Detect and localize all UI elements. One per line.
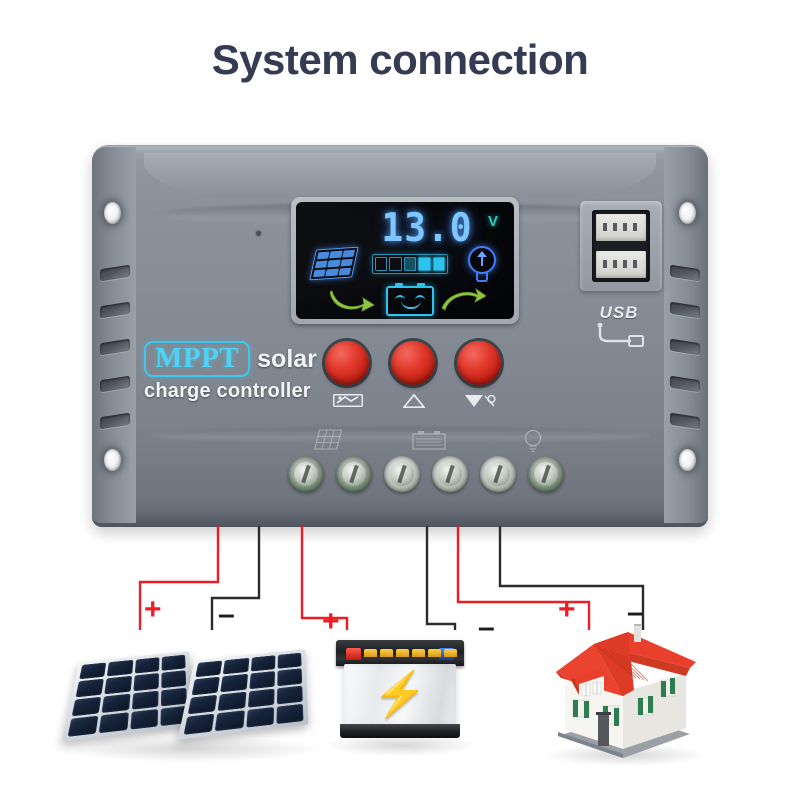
- device-row: ⚡: [0, 604, 800, 784]
- voltage-reading: 13.0: [381, 206, 473, 251]
- brand-solar-text: solar: [257, 344, 317, 373]
- pilot-led: [256, 231, 261, 236]
- terminal-screw-battery-negative[interactable]: [432, 456, 468, 492]
- battery-base: [340, 724, 460, 738]
- lamp-icon: [524, 429, 542, 453]
- usb-label: USB: [599, 303, 639, 322]
- terminal-screw-solar-positive[interactable]: [288, 456, 324, 492]
- solar-panel-icon: [309, 246, 359, 281]
- terminal-icon-row: [288, 428, 588, 454]
- terminal-screw-row: [288, 456, 564, 492]
- solar-shadow: [60, 736, 320, 762]
- lamp-icon: [465, 246, 499, 286]
- solar-positive-label: +: [144, 593, 162, 626]
- flow-arrow-left: [330, 290, 375, 312]
- vent-slot-icon: [100, 301, 130, 319]
- terminal-screw-load-negative[interactable]: [528, 456, 564, 492]
- down-light-button[interactable]: [457, 341, 501, 385]
- menu-select-button[interactable]: [325, 341, 369, 385]
- solar-panel-right: [177, 649, 309, 740]
- vent-slot-icon: [670, 375, 700, 393]
- lightning-bolt-icon: ⚡: [372, 670, 428, 719]
- battery-smiley-icon: [386, 283, 434, 316]
- voltage-unit: V: [487, 213, 498, 230]
- battery-top-cover: [336, 640, 464, 666]
- terminal-screw-load-positive[interactable]: [480, 456, 516, 492]
- terminal-screw-battery-positive[interactable]: [384, 456, 420, 492]
- button-slot: [325, 341, 371, 409]
- battery-negative-label: –: [478, 611, 495, 644]
- solar-panel-icon: [314, 429, 343, 450]
- terminal-block: [288, 428, 588, 504]
- vent-slot-icon: [100, 264, 130, 282]
- wiring-diagram: [138, 526, 645, 630]
- down-triangle-lamp-icon: [462, 392, 498, 409]
- mount-hole-bottom-left: [104, 449, 121, 471]
- lcd-display: 13.0 V: [296, 202, 514, 319]
- vent-slot-icon: [670, 264, 700, 282]
- load-negative-label: –: [627, 596, 644, 629]
- up-button[interactable]: [391, 341, 435, 385]
- battery-vent-caps: [364, 649, 457, 657]
- battery-positive-terminal: [346, 648, 361, 660]
- mount-hole-top-left: [104, 202, 121, 224]
- battery-shadow: [326, 734, 476, 756]
- vent-slot-icon: [670, 301, 700, 319]
- vent-slot-icon: [100, 338, 130, 356]
- house-load: [556, 624, 696, 758]
- usb-port-block[interactable]: [580, 201, 662, 291]
- vent-slot-icon: [670, 338, 700, 356]
- usb-port-upper[interactable]: [596, 214, 646, 241]
- solar-charge-controller: 13.0 V: [92, 145, 708, 527]
- flow-arrow-right: [441, 287, 486, 311]
- load-positive-label: +: [558, 593, 576, 626]
- button-slot: [457, 341, 503, 409]
- usb-port-lower[interactable]: [596, 251, 646, 278]
- usb-shell: [592, 210, 650, 282]
- solar-panel-left: [61, 651, 193, 742]
- lcd-bezel: 13.0 V: [291, 197, 519, 324]
- right-mount-rail: [664, 147, 708, 523]
- up-triangle-icon: [396, 392, 432, 409]
- button-row: [325, 341, 510, 421]
- button-slot: [391, 341, 437, 409]
- vent-slot-icon: [100, 412, 130, 430]
- battery-positive-label: +: [322, 605, 340, 638]
- page-title: System connection: [211, 36, 589, 83]
- usb-cable-icon: [597, 323, 644, 347]
- battery-level-bars: [372, 254, 448, 274]
- brand-subtitle: charge controller: [144, 380, 311, 402]
- left-mount-rail: [92, 147, 136, 523]
- vent-slot-icon: [670, 412, 700, 430]
- menu-icon: [330, 392, 366, 409]
- lead-acid-battery: ⚡: [330, 626, 470, 746]
- terminal-screw-solar-negative[interactable]: [336, 456, 372, 492]
- mppt-badge: MPPT: [144, 341, 251, 377]
- battery-icon: [412, 431, 446, 450]
- mount-hole-top-right: [679, 202, 696, 224]
- mount-hole-bottom-right: [679, 449, 696, 471]
- battery-case: ⚡: [344, 664, 456, 726]
- vent-slot-icon: [100, 375, 130, 393]
- solar-negative-label: –: [218, 598, 235, 631]
